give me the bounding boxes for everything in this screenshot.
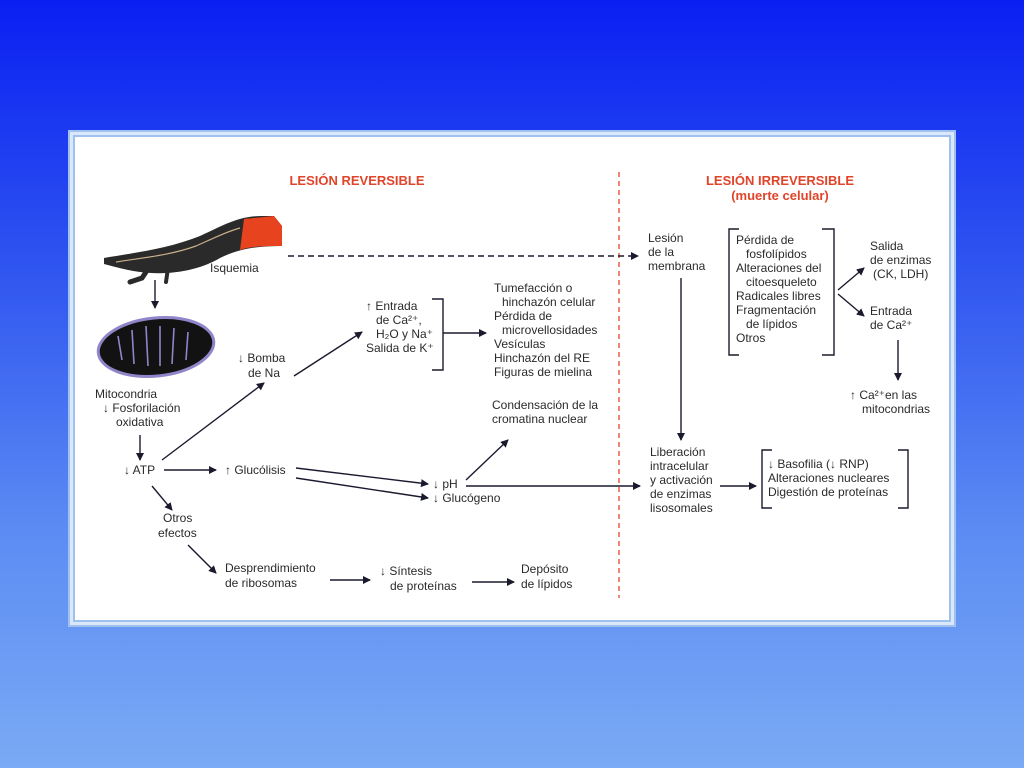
node-atp: ↓ ATP — [124, 463, 155, 477]
arrow-glucolisis-glucogeno — [295, 477, 429, 501]
arrow-perdida-salida — [837, 267, 865, 291]
node-entrada-ca: Entrada de Ca²⁺ — [870, 304, 915, 332]
bracket-perdida-right — [822, 228, 835, 356]
header-reversible: LESIÓN REVERSIBLE — [289, 173, 424, 188]
node-ca-mitocondrias: ↑ Ca²⁺en las mitocondrias — [850, 388, 930, 416]
artery-illustration — [104, 216, 282, 285]
slide-frame — [68, 130, 956, 627]
arrow-ph-condensacion — [465, 439, 509, 481]
bracket-basofilia-left — [761, 449, 772, 509]
arrow-otros-desprendimiento — [187, 544, 217, 574]
header-irreversible-subtitle: (muerte celular) — [731, 188, 829, 203]
node-bomba-na: ↓ Bomba de Na — [238, 351, 289, 380]
node-otros-efectos: Otros efectos — [158, 511, 197, 540]
node-lesion-membrana: Lesión de la membrana — [648, 231, 706, 273]
node-entrada: ↑ Entrada de Ca²⁺, H₂O y Na⁺ Salida de K… — [366, 299, 436, 355]
node-condensacion: Condensación de la cromatina nuclear — [492, 398, 601, 426]
node-tumefaccion: Tumefacción o hinchazón celular Pérdida … — [494, 281, 601, 379]
node-desprendimiento: Desprendimiento de ribosomas — [225, 561, 319, 590]
arrow-atp-bomba — [161, 382, 265, 461]
node-basofilia-list: ↓ Basofilia (↓ RNP) Alteraciones nuclear… — [768, 457, 893, 499]
node-liberacion: Liberación intracelular y activación de … — [650, 445, 716, 515]
bracket-basofilia-right — [898, 449, 909, 509]
bracket-entrada — [432, 298, 444, 371]
node-perdida-list: Pérdida de fosfolípidos Alteraciones del… — [736, 233, 825, 345]
node-salida-enzimas: Salida de enzimas (CK, LDH) — [870, 239, 935, 281]
bracket-perdida-left — [728, 228, 739, 356]
node-mitocondria: Mitocondria ↓ Fosforilación oxidativa — [95, 387, 184, 429]
mitochondria-illustration — [96, 316, 216, 378]
node-sintesis: ↓ Síntesis de proteínas — [380, 564, 457, 593]
node-deposito: Depósito de lípidos — [521, 562, 572, 591]
arrow-atp-otros — [151, 485, 173, 511]
arrow-glucolisis-ph — [295, 467, 429, 488]
node-ph-glucogeno: ↓ pH ↓ Glucógeno — [433, 477, 501, 505]
arrow-bomba-entrada — [293, 331, 363, 377]
node-isquemia: Isquemia — [210, 261, 259, 275]
node-glucolisis: ↑ Glucólisis — [225, 463, 286, 477]
header-irreversible: LESIÓN IRREVERSIBLE — [706, 173, 854, 188]
arrow-perdida-entrada-ca — [837, 293, 865, 317]
